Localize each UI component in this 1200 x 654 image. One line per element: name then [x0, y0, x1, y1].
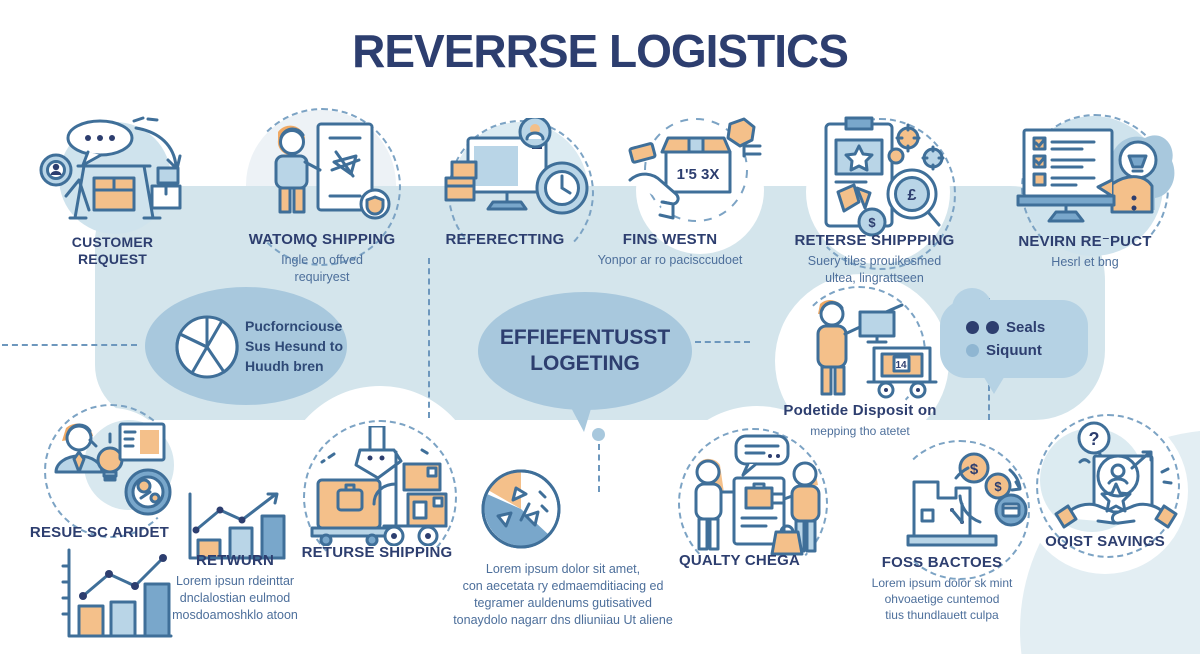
coin-dollar-text: $ — [868, 215, 876, 230]
nevirn-re-puct-icon — [1016, 128, 1175, 223]
legend-seals-text: Seals — [1006, 319, 1046, 336]
foss-bactoes-node: FOSS BACTOES Lorem ipsum dolor sk mint o… — [862, 554, 1022, 624]
oqist-dashed-ring — [1036, 414, 1180, 558]
legend-dot-light — [966, 344, 979, 357]
returse-shipping-icon — [310, 426, 448, 546]
qualty-dashed-ring — [678, 428, 828, 578]
podetide-disposit-sub: mepping tho atetet — [810, 424, 910, 438]
connector-bubble-down — [598, 444, 600, 492]
legend-dot-navy-2 — [986, 321, 999, 334]
connector-watomq-down — [428, 258, 430, 418]
foss-dashed-ring — [890, 440, 1030, 580]
fins-westn-sub: Yonpor ar ro pacisccudoet — [597, 253, 743, 267]
retwurn-label: RETWURN — [195, 552, 275, 569]
qualty-chega-node: QUALTY CHEGA — [652, 552, 827, 570]
question-mark-text: ? — [1089, 429, 1100, 449]
qualty-chega-icon — [694, 434, 821, 556]
podetide-disposit-icon: 14 — [816, 300, 938, 399]
watomq-dashed-ring — [243, 108, 401, 266]
retwurn-sub: Lorem ipsun rdeinttar dnclalostian eulmo… — [172, 574, 298, 622]
legend-siquunt-text: Siquunt — [986, 342, 1042, 359]
growth-chart-icon — [61, 548, 173, 638]
watomq-shipping-sub: Ingle on offved requiryest — [281, 253, 363, 284]
returse-shipping-node: RETURSE SHIPPING — [287, 544, 467, 562]
recycle-note-text: Lorem ipsum dolor sit amet, con aecetata… — [453, 562, 673, 627]
legend-dot-navy-1 — [966, 321, 979, 334]
legend-row-seals: Seals — [966, 319, 1088, 336]
returse-shipping-label: RETURSE SHIPPING — [301, 544, 453, 561]
foss-bactoes-icon: $ $ — [906, 452, 1028, 547]
pie-note-text: Pucfornciouse Sus Hesund to Huudh bren — [245, 317, 344, 375]
fins-westn-label: FINS WESTN — [622, 231, 718, 248]
foss-bactoes-label: FOSS BACTOES — [881, 554, 1003, 571]
reterse-dashed-ring — [804, 118, 956, 270]
resue-dashed-ring — [44, 404, 178, 538]
cart-box-text: 14 — [895, 360, 907, 371]
nevirn-re-puct-sub: Hesrl et bng — [1051, 255, 1119, 269]
fins-westn-node: FINS WESTN Yonpor ar ro pacisccudoet — [575, 231, 765, 269]
nevirn-re-puct-label: NEVIRN RE⁻PUCT — [1018, 233, 1152, 250]
fins-westn-icon: 1'5 3X — [628, 117, 762, 222]
resue-sc-aridet-icon — [54, 422, 172, 516]
foss-bactoes-sub: Lorem ipsum dolor sk mint ohvoaetige cun… — [871, 576, 1013, 623]
podetide-disposit-node: Podetide Disposit on mepping tho atetet — [760, 402, 960, 439]
oqist-savings-icon: ? — [1054, 421, 1178, 529]
returse-dashed-ring — [303, 420, 457, 574]
referectting-label: REFERECTTING — [445, 231, 565, 248]
center-bubble-dot — [592, 428, 605, 441]
legend-row-siquunt: Siquunt — [966, 342, 1088, 359]
retwurn-node: RETWURN Lorem ipsun rdeinttar dnclalosti… — [155, 552, 315, 624]
customer-request-icon — [39, 116, 182, 220]
center-bubble: EFFIEFENTUSST LOGETING — [478, 292, 692, 410]
oqist-savings-node: OQIST SAVINGS — [1025, 533, 1185, 551]
referectting-icon — [444, 118, 589, 215]
reterse-shippping-sub: Suery tiles prouikesmed ultea, lingratts… — [807, 254, 942, 285]
recycle-note-node: Lorem ipsum dolor sit amet, con aecetata… — [428, 558, 698, 629]
recycle-pie-icon — [481, 469, 561, 549]
pie-chart-icon — [175, 315, 239, 379]
qualty-chega-label: QUALTY CHEGA — [678, 552, 801, 569]
connector-bubble-right — [695, 341, 750, 343]
watomq-shipping-node: WATOMQ SHIPPING Ingle on offved requirye… — [232, 231, 412, 286]
customer-request-node: CUSTOMER REQUEST — [40, 234, 185, 268]
legend-bubble: Seals Siquunt — [940, 300, 1088, 378]
center-bubble-text: EFFIEFENTUSST LOGETING — [499, 325, 671, 375]
nevirn-re-puct-node: NEVIRN RE⁻PUCT Hesrl et bng — [1000, 233, 1170, 271]
fins-box-text: 1'5 3X — [677, 166, 720, 183]
reterse-shippping-node: RETERSE SHIPPPING Suery tiles prouikesme… — [782, 232, 967, 287]
podetide-disposit-label: Podetide Disposit on — [783, 402, 937, 419]
foss-coin1-text: $ — [970, 461, 979, 478]
reterse-shippping-label: RETERSE SHIPPPING — [794, 232, 955, 249]
customer-request-label: CUSTOMER REQUEST — [71, 234, 154, 267]
connector-left — [2, 344, 137, 346]
foss-coin2-text: $ — [994, 479, 1002, 494]
center-bubble-tail — [568, 402, 593, 432]
retwurn-chart-icon — [188, 492, 286, 560]
watomq-shipping-icon — [274, 122, 391, 220]
referectting-node: REFERECTTING — [425, 231, 585, 249]
oqist-savings-label: OQIST SAVINGS — [1045, 533, 1165, 550]
legend-bubble-tail — [982, 374, 1006, 394]
resue-sc-aridet-label: RESUE SC ARIDET — [29, 524, 170, 541]
resue-sc-aridet-node: RESUE SC ARIDET — [12, 524, 187, 542]
magnifier-pound-text: £ — [908, 187, 917, 204]
watomq-shipping-label: WATOMQ SHIPPING — [248, 231, 396, 248]
reterse-shippping-icon: $ £ — [824, 116, 945, 237]
page-title: REVERRSE LOGISTICS — [352, 25, 849, 77]
